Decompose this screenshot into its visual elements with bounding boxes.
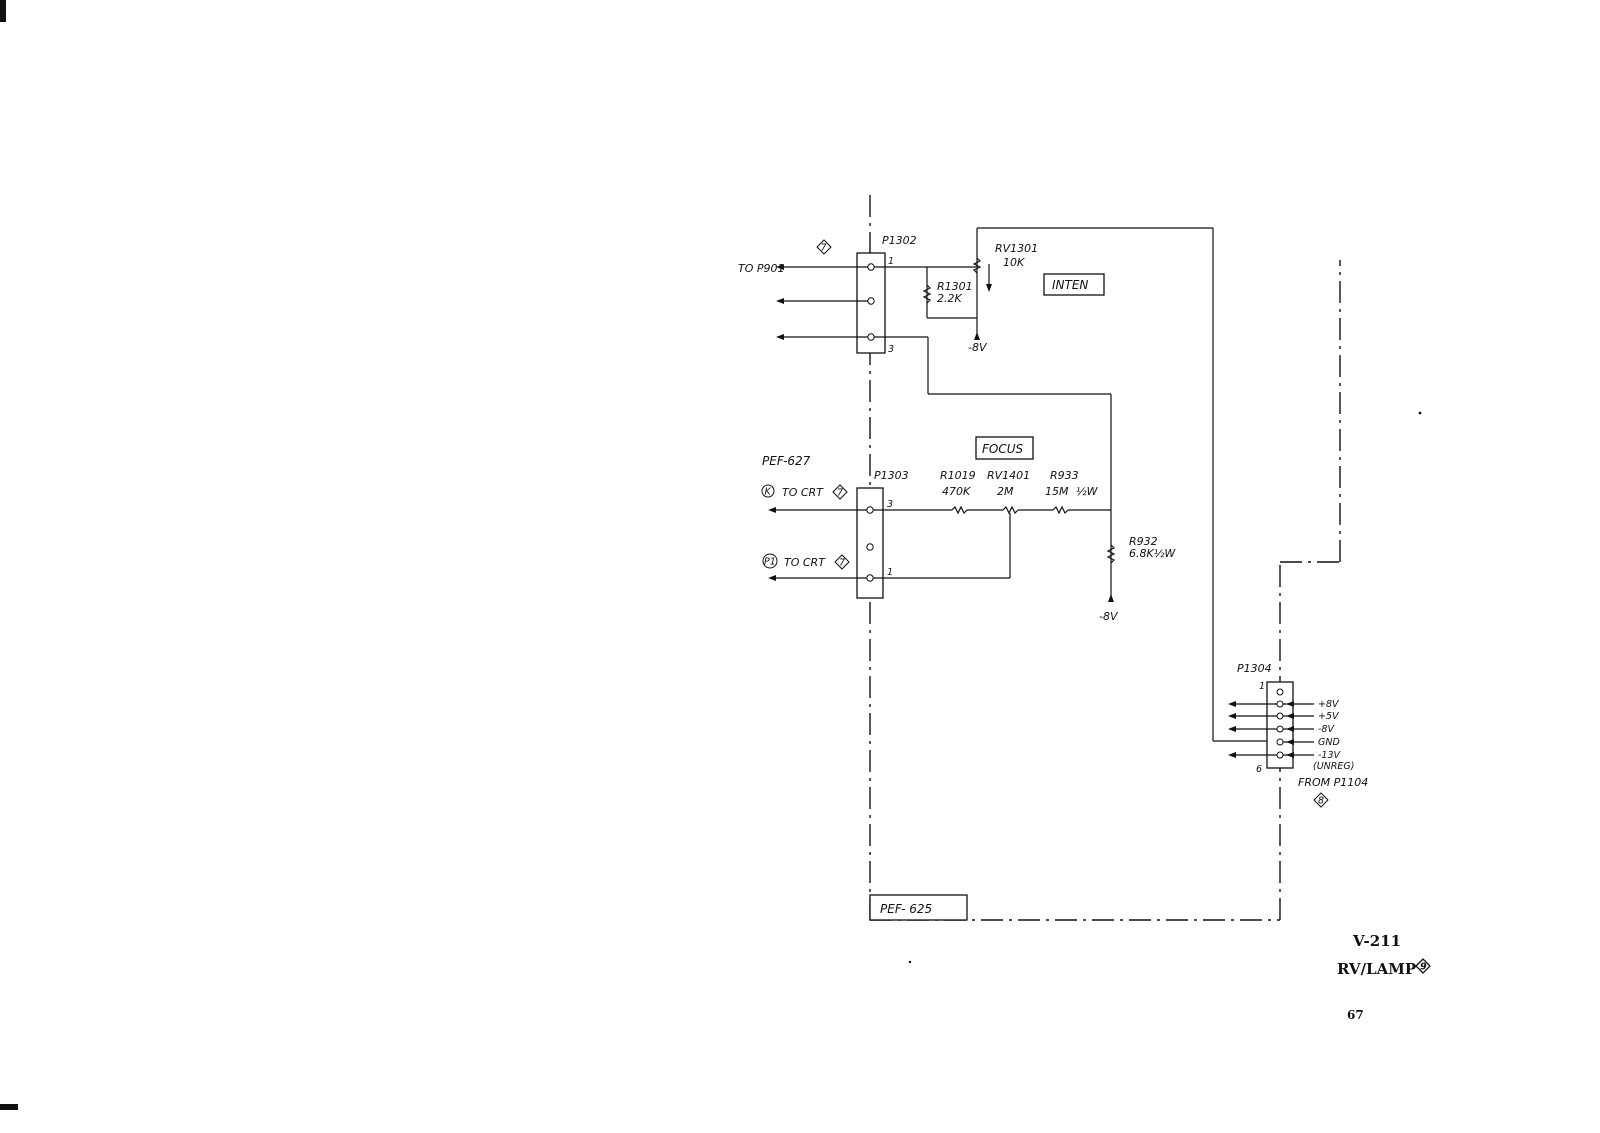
page-number: 67 xyxy=(1347,1008,1364,1022)
p1304-sig-plus5: +5V xyxy=(1318,711,1340,722)
p1303-label: P1303 xyxy=(874,469,909,482)
r933-value: 15M xyxy=(1045,485,1069,498)
pef625-label-box: PEF- 625 xyxy=(869,894,968,921)
p1303-pin1: 1 xyxy=(887,567,893,578)
p1304-sig-plus8: +8V xyxy=(1318,699,1340,710)
inten-circuit xyxy=(874,227,1278,742)
board-title: RV/LAMP xyxy=(1337,960,1416,978)
p1304-pin1: 1 xyxy=(1259,681,1265,692)
ref-diamond-7-top: 7 xyxy=(816,239,832,255)
inten-label: INTEN xyxy=(1052,278,1088,292)
svg-text:9: 9 xyxy=(1420,962,1427,973)
connector-p1303: P1303 3 1 xyxy=(856,469,909,599)
svg-text:TO CRT: TO CRT xyxy=(782,486,824,499)
rv1401-label: RV1401 xyxy=(987,469,1030,482)
r1301-label: R1301 xyxy=(937,280,973,293)
scan-mark-bottom xyxy=(0,1104,18,1110)
p1304-wires xyxy=(1228,701,1314,758)
p1302-pin1: 1 xyxy=(888,256,894,267)
p1304-pin6: 6 xyxy=(1256,764,1262,775)
svg-text:TO CRT: TO CRT xyxy=(784,556,826,569)
r933-rating: ½W xyxy=(1076,485,1099,498)
p1304-unreg: (UNREG) xyxy=(1313,761,1354,772)
rv1301-label: RV1301 xyxy=(995,242,1038,255)
svg-text:7: 7 xyxy=(837,488,843,499)
connector-p1304: P1304 1 6 xyxy=(1237,662,1294,775)
r932-value: 6.8K½W xyxy=(1129,547,1176,560)
r933-label: R933 xyxy=(1050,469,1079,482)
p1302-pin3-route xyxy=(874,336,1112,597)
p1304-sig-gnd: GND xyxy=(1318,737,1340,748)
svg-text:7: 7 xyxy=(839,558,845,569)
r1019-label: R1019 xyxy=(940,469,976,482)
r932-label: R932 xyxy=(1129,535,1158,548)
svg-text:8: 8 xyxy=(1318,796,1324,807)
model-title: V-211 xyxy=(1352,932,1401,950)
p1304-label: P1304 xyxy=(1237,662,1272,675)
board-ref-diamond-9: 9 xyxy=(1415,958,1431,974)
p1303-pin3: 3 xyxy=(887,499,893,510)
speck-a xyxy=(1418,411,1422,415)
inten-control-box: INTEN xyxy=(1043,273,1105,296)
ref-diamond-8: 8 xyxy=(1313,792,1329,808)
to-p901-label: TO P901 xyxy=(738,262,785,275)
k-to-crt-label: K TO CRT 7 xyxy=(761,484,848,500)
supply-minus8-a: -8V xyxy=(968,341,988,354)
p1302-label: P1302 xyxy=(882,234,917,247)
rv1401-value: 2M xyxy=(997,485,1014,498)
r1301-value: 2.2K xyxy=(937,292,962,305)
from-p1104-label: FROM P1104 xyxy=(1298,776,1368,789)
p1-to-crt-label: P1 TO CRT 7 xyxy=(762,553,850,570)
svg-text:7: 7 xyxy=(821,243,827,254)
scan-mark-top xyxy=(0,0,6,22)
supply-minus8-b: -8V xyxy=(1099,610,1119,623)
focus-label: FOCUS xyxy=(982,442,1024,456)
focus-chain xyxy=(873,505,1116,602)
p1302-pin3: 3 xyxy=(888,344,894,355)
p1303-outputs xyxy=(768,507,867,581)
pef627-label: PEF-627 xyxy=(762,454,811,468)
pef625-label: PEF- 625 xyxy=(880,902,932,916)
p1304-sig-minus13: -13V xyxy=(1318,750,1342,761)
svg-text:K: K xyxy=(765,487,772,498)
focus-control-box: FOCUS xyxy=(975,436,1034,460)
svg-text:P1: P1 xyxy=(764,557,776,568)
connector-p1302: P1302 1 3 xyxy=(856,234,917,355)
p1304-sig-minus8: -8V xyxy=(1318,724,1335,735)
rv1301-value: 10K xyxy=(1003,256,1025,269)
speck-b xyxy=(908,960,912,964)
p1302-outputs xyxy=(776,264,868,340)
r1019-value: 470K xyxy=(942,485,971,498)
